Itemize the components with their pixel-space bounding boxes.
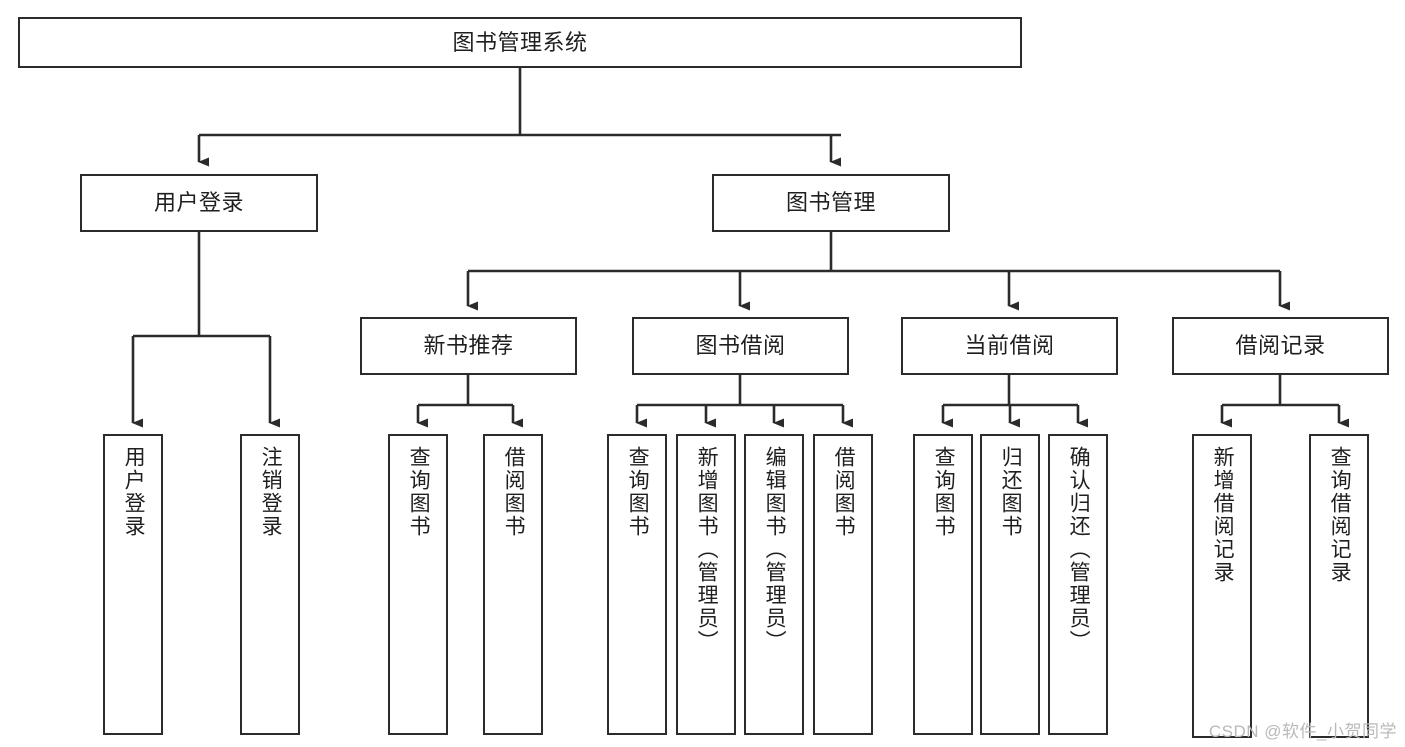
node-borrow-record-label: 借阅记录 (1235, 333, 1326, 359)
leaf-new-book-query-label: 查询图书 (407, 446, 431, 538)
leaf-borrow-add-book-admin-label: 新增图书（管理员） (695, 446, 719, 653)
leaf-current-return-book[interactable]: 归还图书 (980, 434, 1040, 735)
leaf-new-book-borrow-label: 借阅图书 (502, 446, 526, 538)
leaf-borrow-query-book[interactable]: 查询图书 (607, 434, 667, 735)
leaf-current-query-book-label: 查询图书 (932, 446, 956, 538)
csdn-watermark: CSDN @软件_小贺同学 (1208, 722, 1397, 741)
leaf-record-add-record-label: 新增借阅记录 (1211, 446, 1235, 584)
leaf-borrow-borrow-book-label: 借阅图书 (832, 446, 856, 538)
node-book-borrow-label: 图书借阅 (695, 333, 786, 359)
leaf-borrow-add-book-admin[interactable]: 新增图书（管理员） (676, 434, 736, 735)
leaf-record-add-record[interactable]: 新增借阅记录 (1192, 434, 1252, 738)
leaf-current-query-book[interactable]: 查询图书 (913, 434, 973, 735)
node-root[interactable]: 图书管理系统 (18, 17, 1022, 68)
node-book-management[interactable]: 图书管理 (712, 174, 950, 232)
leaf-user-login-logout[interactable]: 注销登录 (240, 434, 300, 735)
leaf-borrow-edit-book-admin[interactable]: 编辑图书（管理员） (744, 434, 804, 735)
leaf-user-login-logout-label: 注销登录 (259, 446, 283, 538)
node-book-borrow[interactable]: 图书借阅 (632, 317, 849, 375)
node-book-management-label: 图书管理 (785, 190, 876, 216)
node-user-login-label: 用户登录 (153, 190, 244, 216)
leaf-user-login-login-label: 用户登录 (122, 446, 146, 538)
node-borrow-record[interactable]: 借阅记录 (1172, 317, 1389, 375)
node-new-book-recommend[interactable]: 新书推荐 (360, 317, 577, 375)
node-current-borrow-label: 当前借阅 (964, 333, 1055, 359)
node-new-book-recommend-label: 新书推荐 (423, 333, 514, 359)
leaf-user-login-login[interactable]: 用户登录 (103, 434, 163, 735)
leaf-current-confirm-return-admin[interactable]: 确认归还（管理员） (1048, 434, 1108, 735)
node-user-login[interactable]: 用户登录 (80, 174, 318, 232)
node-current-borrow[interactable]: 当前借阅 (901, 317, 1118, 375)
leaf-borrow-query-book-label: 查询图书 (626, 446, 650, 538)
leaf-record-query-record-label: 查询借阅记录 (1328, 446, 1352, 584)
node-root-label: 图书管理系统 (452, 29, 588, 55)
leaf-current-confirm-return-admin-label: 确认归还（管理员） (1067, 446, 1091, 653)
leaf-record-query-record[interactable]: 查询借阅记录 (1309, 434, 1369, 738)
leaf-borrow-edit-book-admin-label: 编辑图书（管理员） (763, 446, 787, 653)
leaf-new-book-query[interactable]: 查询图书 (388, 434, 448, 735)
leaf-current-return-book-label: 归还图书 (999, 446, 1023, 538)
leaf-new-book-borrow[interactable]: 借阅图书 (483, 434, 543, 735)
leaf-borrow-borrow-book[interactable]: 借阅图书 (813, 434, 873, 735)
